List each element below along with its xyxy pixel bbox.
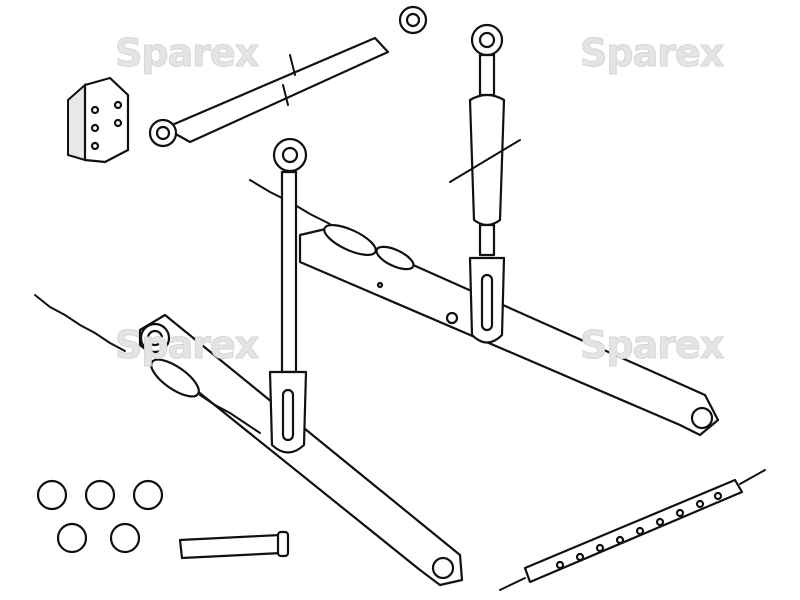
drawbar-holes	[555, 491, 723, 570]
top-link	[148, 5, 428, 148]
lift-rod-right	[445, 23, 521, 344]
lift-rod-left	[268, 137, 308, 454]
stabilizer-bracket	[67, 76, 130, 164]
watermark-mid-right: Sparex	[580, 323, 724, 367]
watermark-top-left: Sparex	[115, 31, 259, 75]
drawbar	[499, 469, 766, 591]
watermarks: Sparex Sparex Sparex Sparex	[115, 31, 726, 368]
check-chain-left	[34, 294, 261, 434]
linch-pins	[36, 479, 164, 554]
watermark-top-right: Sparex	[580, 31, 724, 75]
pin	[178, 530, 290, 560]
watermark-mid-left: Sparex	[115, 323, 259, 367]
